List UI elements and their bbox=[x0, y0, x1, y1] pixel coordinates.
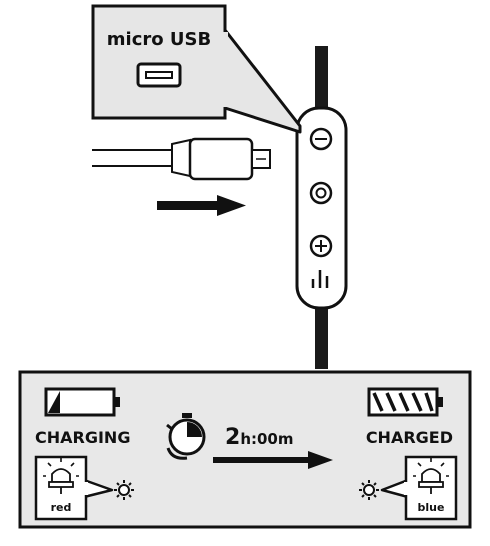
sun-light-icon bbox=[359, 480, 379, 500]
micro-usb-label: micro USB bbox=[107, 29, 211, 50]
micro-usb-port-icon bbox=[136, 62, 182, 88]
led-red-label: red bbox=[51, 501, 72, 514]
cable-upper bbox=[315, 46, 328, 110]
charged-status-label: CHARGED bbox=[366, 428, 453, 447]
led-red-indicator: red bbox=[34, 455, 114, 521]
sun-light-icon bbox=[114, 480, 134, 500]
led-bulb-icon bbox=[43, 458, 79, 494]
stopwatch-icon bbox=[166, 413, 206, 460]
arrow-right-icon bbox=[157, 195, 246, 216]
usb-plug-icon bbox=[92, 137, 271, 181]
battery-full-icon bbox=[367, 387, 443, 417]
duration-arrow-icon bbox=[213, 451, 333, 469]
led-bulb-icon bbox=[413, 458, 449, 494]
led-blue-label: blue bbox=[418, 501, 445, 514]
charging-status-label: CHARGING bbox=[35, 428, 130, 447]
cable-lower bbox=[315, 305, 328, 369]
battery-empty-icon bbox=[44, 387, 120, 417]
remote-control-icon bbox=[295, 106, 348, 310]
led-blue-indicator: blue bbox=[380, 455, 458, 521]
charge-duration: 2h:00m bbox=[225, 425, 294, 450]
micro-usb-callout bbox=[91, 4, 302, 134]
